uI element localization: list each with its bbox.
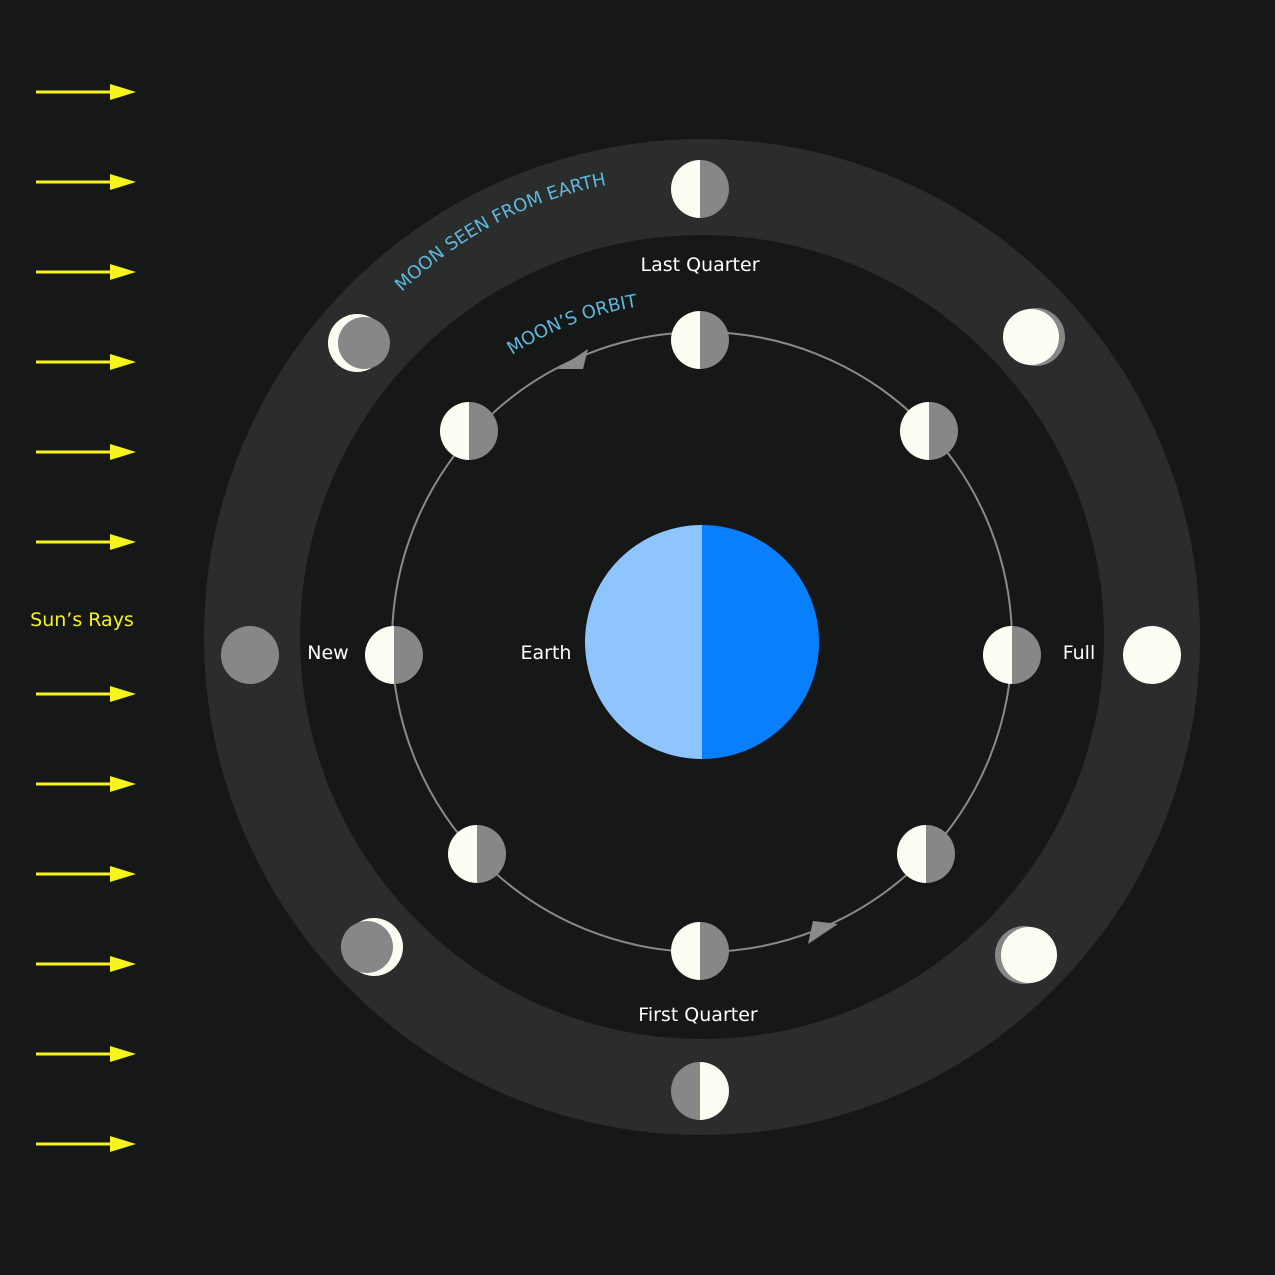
orbit-moon (671, 311, 729, 369)
orbit-moon (983, 626, 1041, 684)
arrow-right-icon (36, 84, 136, 100)
earth-lit-half (585, 525, 702, 759)
first-quarter-icon (671, 1062, 729, 1120)
orbit-moons-group (365, 311, 1041, 980)
orbit-moon (671, 922, 729, 980)
waxing-crescent-icon (341, 918, 403, 976)
arrow-right-icon (36, 534, 136, 550)
earth-dark-half (702, 525, 819, 759)
orbit-direction-arrow-icon (808, 921, 838, 944)
arrow-right-icon (36, 1046, 136, 1062)
arrow-right-icon (36, 956, 136, 972)
waning-gibbous-icon (1003, 308, 1065, 366)
orbit-moon (900, 402, 958, 460)
orbit-moon (897, 825, 955, 883)
first-quarter-label: First Quarter (638, 1004, 758, 1026)
arrow-right-icon (36, 686, 136, 702)
arrow-right-icon (36, 264, 136, 280)
sun-rays-group (36, 84, 136, 1152)
earth-label: Earth (521, 642, 572, 664)
new-label: New (307, 642, 348, 664)
orbit-moon (448, 825, 506, 883)
orbit-moon (365, 626, 423, 684)
arrow-right-icon (36, 354, 136, 370)
last-quarter-icon (671, 160, 729, 218)
orbit-moon (440, 402, 498, 460)
earth (585, 525, 819, 759)
arrow-right-icon (36, 174, 136, 190)
arrow-right-icon (36, 866, 136, 882)
full-moon-icon (1123, 626, 1181, 684)
seen-phases-group (221, 160, 1181, 1120)
waning-crescent-icon (328, 314, 390, 372)
arrow-right-icon (36, 1136, 136, 1152)
new-moon-icon (221, 626, 279, 684)
waxing-gibbous-icon (995, 926, 1057, 984)
last-quarter-label: Last Quarter (640, 254, 759, 276)
full-label: Full (1063, 642, 1096, 664)
sun-rays-label: Sun’s Rays (30, 609, 134, 631)
orbit-direction-arrow-icon (558, 349, 588, 369)
arrow-right-icon (36, 776, 136, 792)
arrow-right-icon (36, 444, 136, 460)
